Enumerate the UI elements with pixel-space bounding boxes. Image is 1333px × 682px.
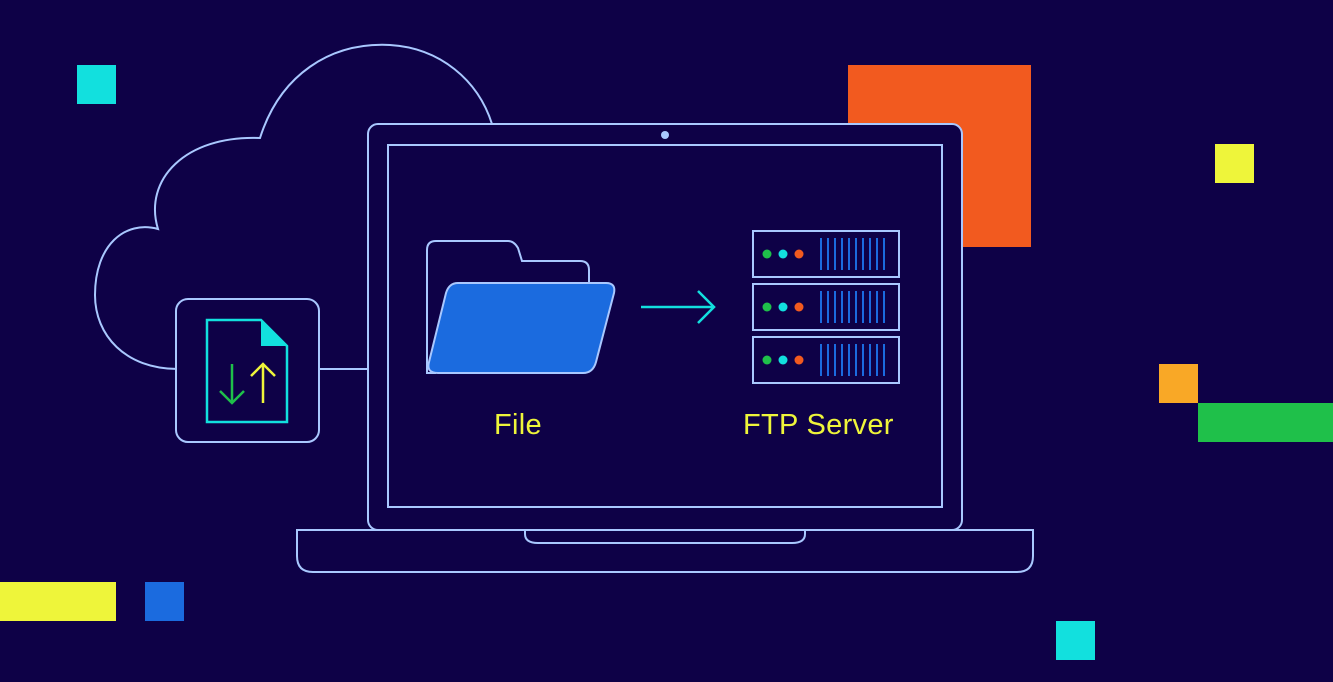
decor-bar-green — [1198, 403, 1333, 442]
server-unit-1 — [752, 230, 900, 278]
decor-bar-yellow — [0, 582, 116, 621]
folder-icon — [426, 240, 616, 374]
decor-square-blue — [145, 582, 184, 621]
decor-square-cyan-topleft — [77, 65, 116, 104]
decor-square-cyan-bottom — [1056, 621, 1095, 660]
decor-square-yellow-right — [1215, 144, 1254, 183]
ftp-server-label: FTP Server — [743, 409, 894, 441]
server-unit-3 — [752, 336, 900, 384]
file-label: File — [494, 409, 542, 441]
server-unit-2 — [752, 283, 900, 331]
cloud-icon — [93, 43, 493, 370]
arrow-right-icon — [641, 290, 716, 324]
server-rack-icon — [752, 230, 900, 384]
file-transfer-icon — [175, 298, 320, 443]
laptop-icon — [296, 123, 1034, 573]
decor-square-amber — [1159, 364, 1198, 403]
